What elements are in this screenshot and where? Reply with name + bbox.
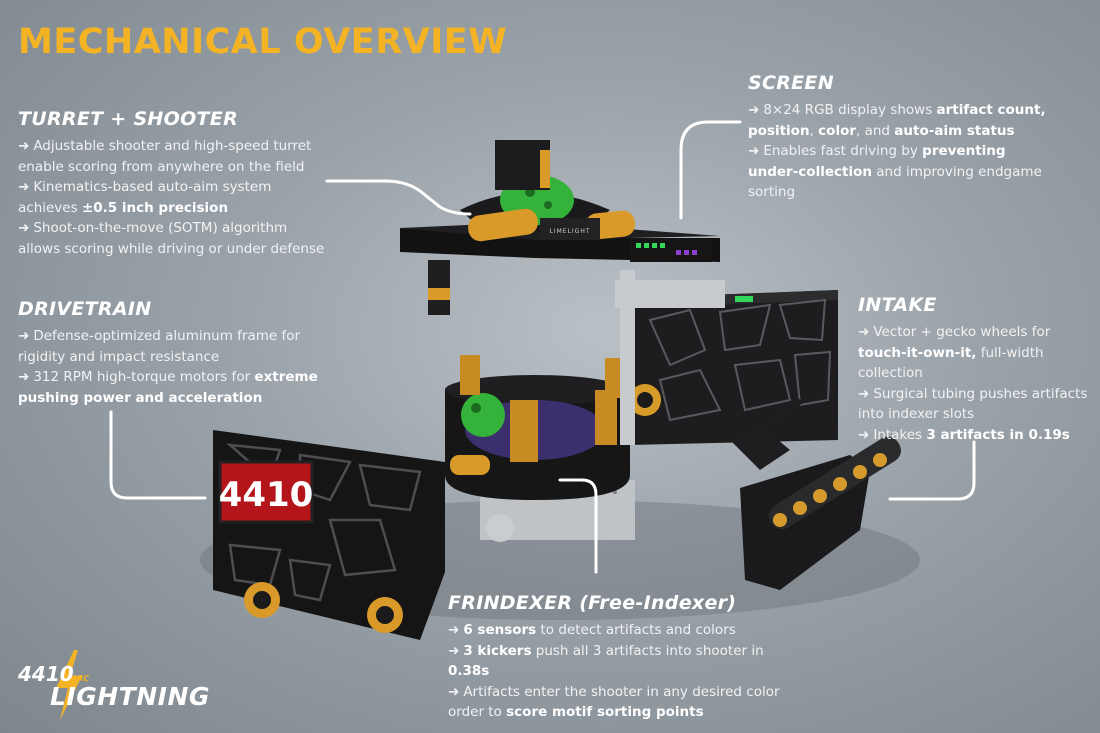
- arrow-icon: ➜: [748, 143, 760, 159]
- turret-description: ➜Adjustable shooter and high-speed turre…: [18, 138, 325, 257]
- arrow-icon: ➜: [858, 324, 870, 340]
- indexer-module: [445, 355, 635, 542]
- arrow-icon: ➜: [18, 179, 30, 195]
- turret-callout-line: [325, 179, 472, 216]
- arrow-icon: ➜: [18, 328, 30, 344]
- turret-title: TURRET + SHOOTER: [18, 108, 238, 130]
- arrow-icon: ➜: [448, 642, 460, 659]
- intake-section: INTAKE ➜Vector + gecko wheels for touch-…: [858, 294, 1090, 445]
- screen-title: SCREEN: [748, 72, 834, 94]
- camera-label: LIMELIGHT: [549, 228, 590, 235]
- intake-title: INTAKE: [858, 294, 937, 316]
- frindexer-title: FRINDEXER (Free-Indexer): [448, 592, 737, 614]
- drivetrain-section: DRIVETRAIN ➜Defense-optimized aluminum f…: [18, 298, 318, 408]
- team-logo: 4410 ARC LIGHTNING: [18, 650, 228, 720]
- frindexer-section: FRINDEXER (Free-Indexer) ➜6 sensors to d…: [448, 592, 808, 723]
- logo-number: 4410: [18, 662, 74, 686]
- drivetrain-title: DRIVETRAIN: [18, 298, 152, 320]
- arrow-icon: ➜: [858, 385, 870, 402]
- logo-sub: ARC: [71, 674, 90, 683]
- arrow-icon: ➜: [18, 138, 30, 154]
- screen-description: ➜8×24 RGB display shows artifact count, …: [748, 102, 1046, 200]
- page-title: MECHANICAL OVERVIEW: [18, 22, 508, 62]
- screen-callout-line: [679, 120, 742, 220]
- arrow-icon: ➜: [18, 220, 30, 236]
- lightning-bolt-icon: [56, 650, 82, 720]
- intake-module: [629, 290, 838, 445]
- frindexer-description: ➜6 sensors to detect artifacts and color…: [448, 622, 780, 720]
- callout-lines: [109, 120, 976, 574]
- arrow-icon: ➜: [448, 683, 460, 700]
- arrow-icon: ➜: [858, 426, 870, 443]
- turret-section: TURRET + SHOOTER ➜Adjustable shooter and…: [18, 108, 330, 259]
- intake-callout-line: [888, 440, 976, 501]
- drivetrain-description: ➜Defense-optimized aluminum frame for ri…: [18, 328, 318, 406]
- intake-roller: [730, 396, 901, 590]
- arrow-icon: ➜: [18, 369, 30, 385]
- frindexer-callout-line: [558, 478, 598, 574]
- drivetrain-panel: 4410: [213, 430, 445, 640]
- intake-description: ➜Vector + gecko wheels for touch-it-own-…: [858, 324, 1088, 443]
- arrow-icon: ➜: [448, 622, 460, 638]
- arrow-icon: ➜: [748, 102, 760, 118]
- drivetrain-callout-line: [109, 410, 207, 500]
- screen-section: SCREEN ➜8×24 RGB display shows artifact …: [748, 72, 1058, 203]
- logo-word: LIGHTNING: [50, 682, 210, 711]
- turret-module: LIMELIGHT: [400, 140, 725, 445]
- robot-plate-number: 4410: [219, 475, 314, 515]
